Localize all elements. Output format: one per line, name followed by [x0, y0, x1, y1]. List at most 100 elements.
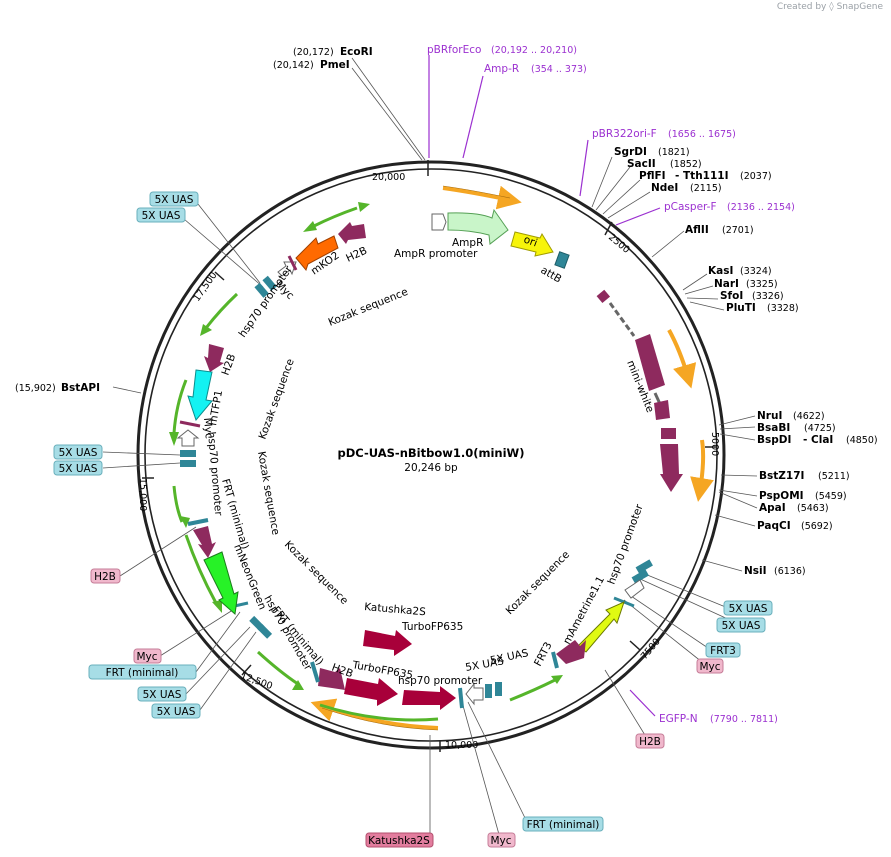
enzyme-pspomi[interactable]: PspOMI [759, 490, 804, 502]
box-myc-2-label: Myc [490, 835, 511, 847]
enzyme-pflfi-pos: (2037) [740, 171, 772, 182]
enzyme-aflii[interactable]: AflII [685, 224, 709, 236]
mini-white-exon-5[interactable] [660, 444, 683, 492]
mneongreen-arrow[interactable] [203, 551, 239, 615]
mko2-arrow[interactable] [295, 235, 339, 272]
label-h2b-left: H2B [220, 352, 239, 377]
enzyme-tth111i[interactable]: - Tth111I [675, 170, 729, 182]
box-5x-uas-4-label: 5X UAS [59, 463, 98, 475]
hsp70-promoter-right-arrow[interactable] [624, 579, 645, 599]
primer-egfp-n[interactable]: EGFP-N [659, 713, 698, 725]
ori-arrow[interactable] [510, 231, 554, 257]
enzyme-nrui[interactable]: NruI [757, 410, 782, 422]
enzyme-bstapi[interactable]: BstAPI [61, 382, 100, 394]
label-hsp70-midleft: hsp70 promoter [205, 431, 224, 517]
frt-right-marker[interactable] [551, 651, 559, 669]
enzyme-sacii[interactable]: SacII [627, 158, 656, 170]
mametrine-arrow[interactable] [577, 601, 625, 653]
label-turbofp-b: TurboFP635 [350, 659, 413, 682]
label-frt3: FRT3 [532, 640, 555, 668]
frt-left-upper-marker[interactable] [187, 518, 209, 526]
mini-white-exon-1[interactable] [596, 289, 611, 304]
enzyme-nsii[interactable]: NsiI [744, 565, 767, 577]
box-frt-minimal-2[interactable] [522, 816, 604, 832]
uas-block-right-2[interactable] [631, 569, 649, 584]
enzyme-ndei[interactable]: NdeI [651, 182, 678, 194]
mini-white-exon-2[interactable] [635, 334, 665, 391]
enzyme-pflfi[interactable]: PflFI [639, 170, 666, 182]
turbofp-bottom-arrow[interactable] [344, 678, 398, 706]
box-5x-uas-1[interactable] [149, 191, 199, 207]
box-h2b-2[interactable] [635, 733, 665, 749]
enzyme-sacii-pos: (1852) [670, 159, 702, 170]
uas-block-bottom-2[interactable] [495, 682, 502, 696]
ampr-promoter-arrow[interactable] [431, 213, 447, 231]
box-5x-uas-5[interactable] [137, 686, 187, 702]
enzyme-clai[interactable]: - ClaI [803, 434, 833, 446]
enzyme-aflii-pos: (2701) [722, 225, 754, 236]
mtfp1-arrow[interactable] [187, 369, 213, 422]
enzyme-pmei[interactable]: PmeI [320, 59, 350, 71]
mini-white-exon-3[interactable] [654, 400, 670, 420]
h2b-left-lower-arrow[interactable] [193, 526, 216, 558]
enzyme-ecori[interactable]: EcoRI [340, 46, 373, 58]
enzyme-apai[interactable]: ApaI [759, 502, 786, 514]
box-5x-uas-7[interactable] [723, 600, 773, 616]
tick-label-15000: 15,000 [137, 478, 148, 511]
box-myc-1[interactable] [133, 648, 162, 664]
katushka-upper-arrow[interactable] [363, 630, 412, 656]
tick-label-2500: 2500 [606, 232, 632, 256]
enzyme-bstz17i[interactable]: BstZ17I [759, 470, 804, 482]
primer-pcasper-f[interactable]: pCasper-F [664, 201, 717, 213]
uas-block-top-2[interactable] [262, 275, 277, 291]
h2b-right-arrow[interactable] [556, 640, 586, 664]
box-myc-2[interactable] [487, 832, 516, 848]
primer-pbrforeco[interactable]: pBRforEco [427, 44, 481, 56]
uas-block-left-2[interactable] [257, 623, 273, 639]
h2b-left-arrow[interactable] [204, 344, 224, 372]
enzyme-sgrdi[interactable]: SgrDI [614, 146, 647, 158]
hsp70-promoter-bottom-arrow[interactable] [465, 682, 484, 706]
box-frt-minimal-1[interactable] [88, 664, 197, 680]
enzyme-nari[interactable]: NarI [714, 278, 739, 290]
label-h2b-top: H2B [344, 245, 369, 265]
myc-left-marker[interactable] [179, 420, 201, 428]
box-5x-uas-8[interactable] [716, 617, 766, 633]
enzyme-pluti[interactable]: PluTI [726, 302, 756, 314]
enzyme-sfoi[interactable]: SfoI [720, 290, 743, 302]
enzyme-bsabi[interactable]: BsaBI [757, 422, 790, 434]
enzyme-leader-lines [112, 57, 758, 572]
box-myc-3[interactable] [696, 658, 724, 674]
primer-amp-r[interactable]: Amp-R [484, 63, 519, 75]
enzyme-bspdi[interactable]: BspDI [757, 434, 791, 446]
label-mtfp1: mTFP1 [207, 389, 225, 426]
myc-top-marker[interactable] [287, 255, 298, 271]
frt-bottom-marker[interactable] [458, 687, 464, 709]
box-katushka2s[interactable] [365, 832, 434, 848]
h2b-top-arrow[interactable] [338, 222, 366, 244]
katushka-arrow[interactable] [402, 686, 456, 710]
box-frt3[interactable] [705, 642, 741, 658]
attb-marker[interactable] [554, 251, 570, 269]
enzyme-nrui-pos: (4622) [793, 411, 825, 422]
box-5x-uas-2[interactable] [136, 207, 186, 223]
uas-block-bottom-1[interactable] [485, 684, 492, 698]
primer-pbr322ori-f[interactable]: pBR322ori-F [592, 128, 657, 140]
box-h2b-1[interactable] [90, 568, 121, 584]
mini-white-exon-4[interactable] [661, 428, 676, 439]
uas-block-right-1[interactable] [635, 559, 653, 574]
hsp70-promoter-midleft-arrow[interactable] [176, 429, 200, 447]
enzyme-kasi[interactable]: KasI [708, 265, 733, 277]
uas-block-midleft-1[interactable] [180, 450, 196, 457]
box-5x-uas-6[interactable] [151, 703, 201, 719]
enzyme-paqci[interactable]: PaqCI [757, 520, 791, 532]
frt-bottom-left-marker[interactable] [310, 661, 320, 683]
primer-leader-lines [428, 55, 661, 717]
label-kozak-leftupper: Kozak sequence [257, 357, 297, 441]
box-5x-uas-3[interactable] [53, 444, 103, 460]
box-5x-uas-4[interactable] [53, 460, 103, 476]
uas-block-top-1[interactable] [254, 282, 269, 298]
h2b-bottom-arrow[interactable] [318, 668, 345, 690]
uas-block-midleft-2[interactable] [180, 460, 196, 467]
ampr-arrow[interactable] [447, 208, 509, 245]
